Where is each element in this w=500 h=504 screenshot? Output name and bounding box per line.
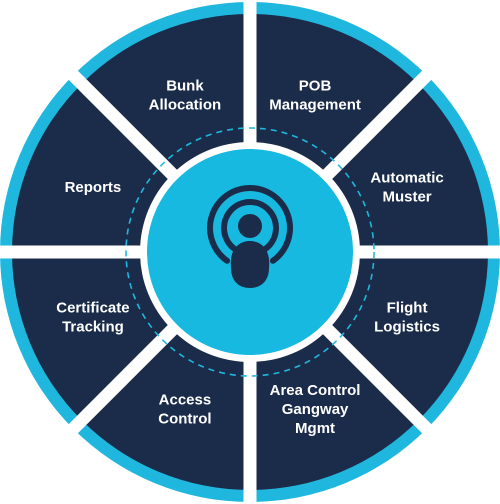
segment-label-line: Access (159, 392, 212, 409)
segment-divider (67, 313, 189, 435)
segment-label-line: Management (269, 96, 361, 113)
segments-group (12, 14, 488, 490)
segment-label-line: Certificate (56, 300, 129, 317)
segment-label-pob-management: POB Management (269, 77, 361, 113)
segment-access-control (81, 321, 250, 490)
segment-label-line: Logistics (374, 319, 440, 336)
inner-signal-arc (221, 199, 279, 253)
segment-label-line: Flight (387, 300, 428, 317)
outer-signal-arc (207, 185, 293, 264)
segment-divider (311, 313, 433, 435)
segment-label-line: Muster (382, 188, 431, 205)
segment-area-control-gangway-mgmt (250, 321, 419, 490)
segment-automatic-muster (319, 83, 488, 252)
segment-label-line: Reports (65, 179, 122, 196)
segment-pob-management (250, 14, 419, 183)
segment-label-line: Automatic (370, 169, 443, 186)
dashed-inner-ring (125, 127, 375, 377)
person-head (238, 214, 262, 238)
segment-reports (12, 83, 181, 252)
segment-label-line: Control (158, 411, 211, 428)
segment-label-reports: Reports (65, 179, 122, 196)
segment-divider (67, 69, 189, 191)
segment-divider (311, 69, 433, 191)
segment-label-line: Mgmt (295, 420, 335, 437)
segment-bunk-allocation (81, 14, 250, 183)
segment-label-line: Allocation (149, 96, 222, 113)
segment-label-line: POB (299, 77, 332, 94)
person-broadcast-icon (207, 185, 293, 288)
segment-flight-logistics (319, 252, 488, 421)
segment-label-line: Gangway (282, 401, 349, 418)
segment-label-line: Tracking (62, 319, 124, 336)
person-body (230, 241, 270, 288)
segment-certificate-tracking (12, 252, 181, 421)
segment-label-line: Area Control (270, 382, 361, 399)
segment-label-line: Bunk (166, 77, 204, 94)
